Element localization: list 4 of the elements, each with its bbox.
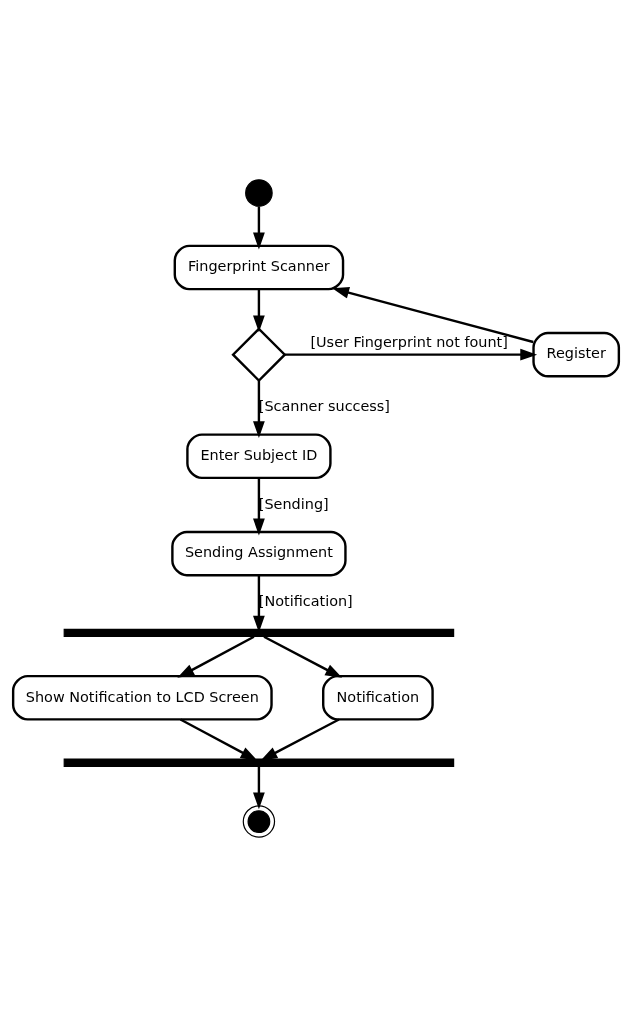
edge-label: [Scanner success] bbox=[258, 398, 390, 415]
edge-label: [User Fingerprint not fount] bbox=[310, 333, 508, 350]
edge-label: [Notification] bbox=[258, 592, 353, 609]
edge-label: [Sending] bbox=[258, 495, 329, 512]
